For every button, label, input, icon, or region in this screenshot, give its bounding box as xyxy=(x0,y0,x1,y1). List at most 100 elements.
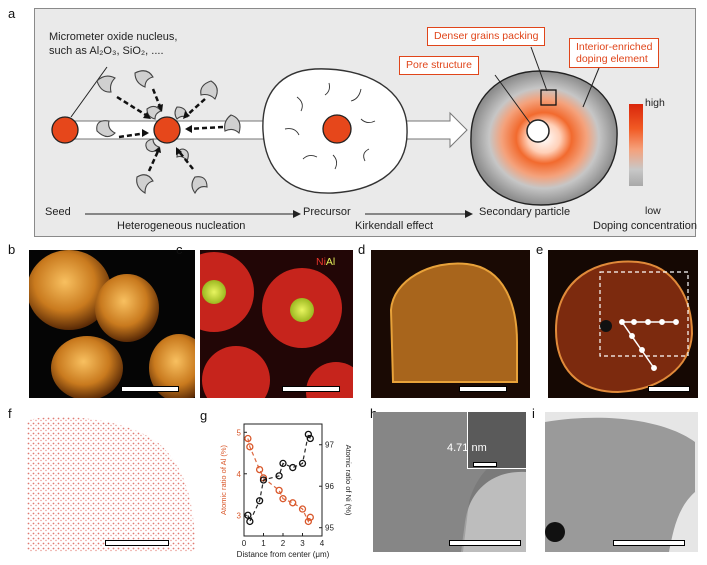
fib-image-e xyxy=(548,250,698,398)
data-point xyxy=(279,495,287,503)
panel-label-g: g xyxy=(200,408,208,423)
tem-inset-h xyxy=(467,412,526,469)
fib-image-d xyxy=(371,250,530,398)
fib-particle-e xyxy=(554,260,694,394)
nucleus-text-1: Micrometer oxide nucleus, xyxy=(49,31,178,43)
fib-particle-d xyxy=(389,262,518,383)
grain-packing-box xyxy=(540,89,557,106)
interior-pointer xyxy=(582,62,602,108)
callout-denser: Denser grains packing xyxy=(427,27,546,46)
data-point xyxy=(306,513,314,521)
data-point xyxy=(304,517,312,526)
data-point xyxy=(298,505,307,513)
stage-secondary: Secondary particle xyxy=(479,206,571,218)
data-point xyxy=(279,459,287,468)
stage-precursor: Precursor xyxy=(303,206,351,218)
eds-map-c: NiAl xyxy=(200,250,353,398)
data-point xyxy=(304,430,312,439)
y-left-tick-label: 5 xyxy=(237,428,242,437)
x-tick-label: 3 xyxy=(300,539,305,548)
y-right-tick-label: 96 xyxy=(325,482,334,491)
panel-label-e: e xyxy=(536,242,544,257)
data-point xyxy=(259,476,268,484)
colorbar-title: Doping concentration xyxy=(593,220,697,232)
eds-particles-c xyxy=(200,252,353,398)
seed-circle xyxy=(51,116,79,144)
nucleus-pointer xyxy=(70,66,108,118)
stage-seed: Seed xyxy=(45,206,71,218)
scalebar-f xyxy=(105,540,169,546)
y-left-tick-label: 3 xyxy=(237,511,242,520)
data-point xyxy=(246,443,254,451)
y-left-tick-label: 4 xyxy=(237,470,242,479)
eds-legend: NiAl xyxy=(316,256,335,268)
scalebar-i xyxy=(613,540,685,546)
scalebar-b xyxy=(121,386,179,392)
secondary-pore xyxy=(526,119,550,143)
process-nucleation: Heterogeneous nucleation xyxy=(117,220,246,232)
panel-label-a: a xyxy=(8,6,16,21)
colorbar-low: low xyxy=(645,205,661,217)
callout-interior-1: Interior-enriched xyxy=(576,41,653,53)
process-kirkendall: Kirkendall effect xyxy=(355,220,434,232)
scheme-panel: Micrometer oxide nucleus, such as Al₂O₃,… xyxy=(34,8,697,237)
data-point xyxy=(298,459,307,468)
tem-particle-i xyxy=(545,417,695,552)
eds-label-ni: Ni xyxy=(316,256,326,268)
pore-pointer xyxy=(494,74,531,124)
x-tick-label: 0 xyxy=(242,539,247,548)
nucleus-text-2: such as Al₂O₃, SiO₂, .... xyxy=(49,45,164,57)
tem-image-i xyxy=(545,412,698,552)
scalebar-d xyxy=(459,386,507,392)
scalebar-e xyxy=(648,386,690,392)
x-tick-label: 2 xyxy=(281,539,286,548)
scalebar-h xyxy=(449,540,521,546)
sem-particles-b xyxy=(29,250,195,398)
panel-label-b: b xyxy=(8,242,16,257)
sem-image-b xyxy=(29,250,195,398)
nucleation-arrowheads xyxy=(142,104,192,155)
denser-pointer xyxy=(530,46,548,92)
data-point xyxy=(275,486,283,495)
precursor-core xyxy=(322,114,352,144)
callout-pore: Pore structure xyxy=(399,56,479,75)
data-point xyxy=(289,499,297,507)
scalebar-c xyxy=(282,386,340,392)
grain-blobs xyxy=(96,70,241,195)
scheme-graphics xyxy=(51,46,618,218)
callout-interior-2: doping element xyxy=(576,53,648,65)
panel-label-c: c xyxy=(176,242,183,257)
scalebar-h-inset xyxy=(473,462,497,467)
x-tick-label: 1 xyxy=(261,539,266,548)
colorbar-high: high xyxy=(645,97,665,109)
trend-line-1 xyxy=(247,432,311,524)
data-point xyxy=(244,511,252,519)
y-right-axis-label: Atomic ratio of Ni (%) xyxy=(344,445,353,516)
data-point xyxy=(255,465,264,474)
nucleation-seed-circle xyxy=(153,116,181,144)
data-point xyxy=(255,497,264,505)
callout-interior: Interior-enriched doping element xyxy=(569,38,660,68)
doping-colorbar xyxy=(629,104,643,186)
y-left-axis-label: Atomic ratio of Al (%) xyxy=(219,444,228,515)
precursor-cracks xyxy=(284,82,376,170)
y-right-tick-label: 97 xyxy=(325,441,334,450)
data-point xyxy=(246,517,254,526)
panel-label-i: i xyxy=(532,406,535,421)
panel-label-d: d xyxy=(358,242,366,257)
x-tick-label: 4 xyxy=(320,539,325,548)
data-point xyxy=(306,434,314,443)
x-axis-label: Distance from center (μm) xyxy=(237,550,330,559)
apt-map-f xyxy=(27,412,197,552)
apt-cloud-f xyxy=(27,416,195,552)
trend-line-0 xyxy=(247,438,311,523)
y-right-tick-label: 95 xyxy=(325,524,334,533)
tem-image-h: 4.71 nm xyxy=(373,412,526,552)
lattice-label: 4.71 nm xyxy=(447,442,487,454)
eds-label-al: Al xyxy=(325,256,336,268)
data-point xyxy=(244,434,252,443)
data-point xyxy=(289,463,297,472)
data-point xyxy=(275,472,283,480)
